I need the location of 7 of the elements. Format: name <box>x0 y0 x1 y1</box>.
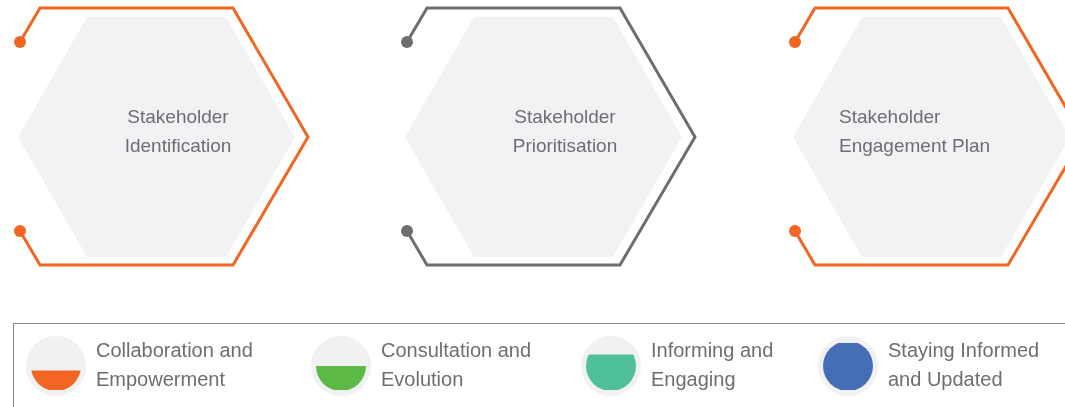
legend-label: Informing and Engaging <box>651 338 775 392</box>
legend-label: Collaboration and Empowerment <box>96 338 254 392</box>
legend-label: Staying Informed and Updated <box>888 338 1041 392</box>
node-label: Stakeholder Identification <box>123 105 233 158</box>
legend-label: Consultation and Evolution <box>381 338 533 392</box>
node-label: Stakeholder Prioritisation <box>511 105 619 158</box>
node-label: Stakeholder Engagement Plan <box>839 105 992 158</box>
